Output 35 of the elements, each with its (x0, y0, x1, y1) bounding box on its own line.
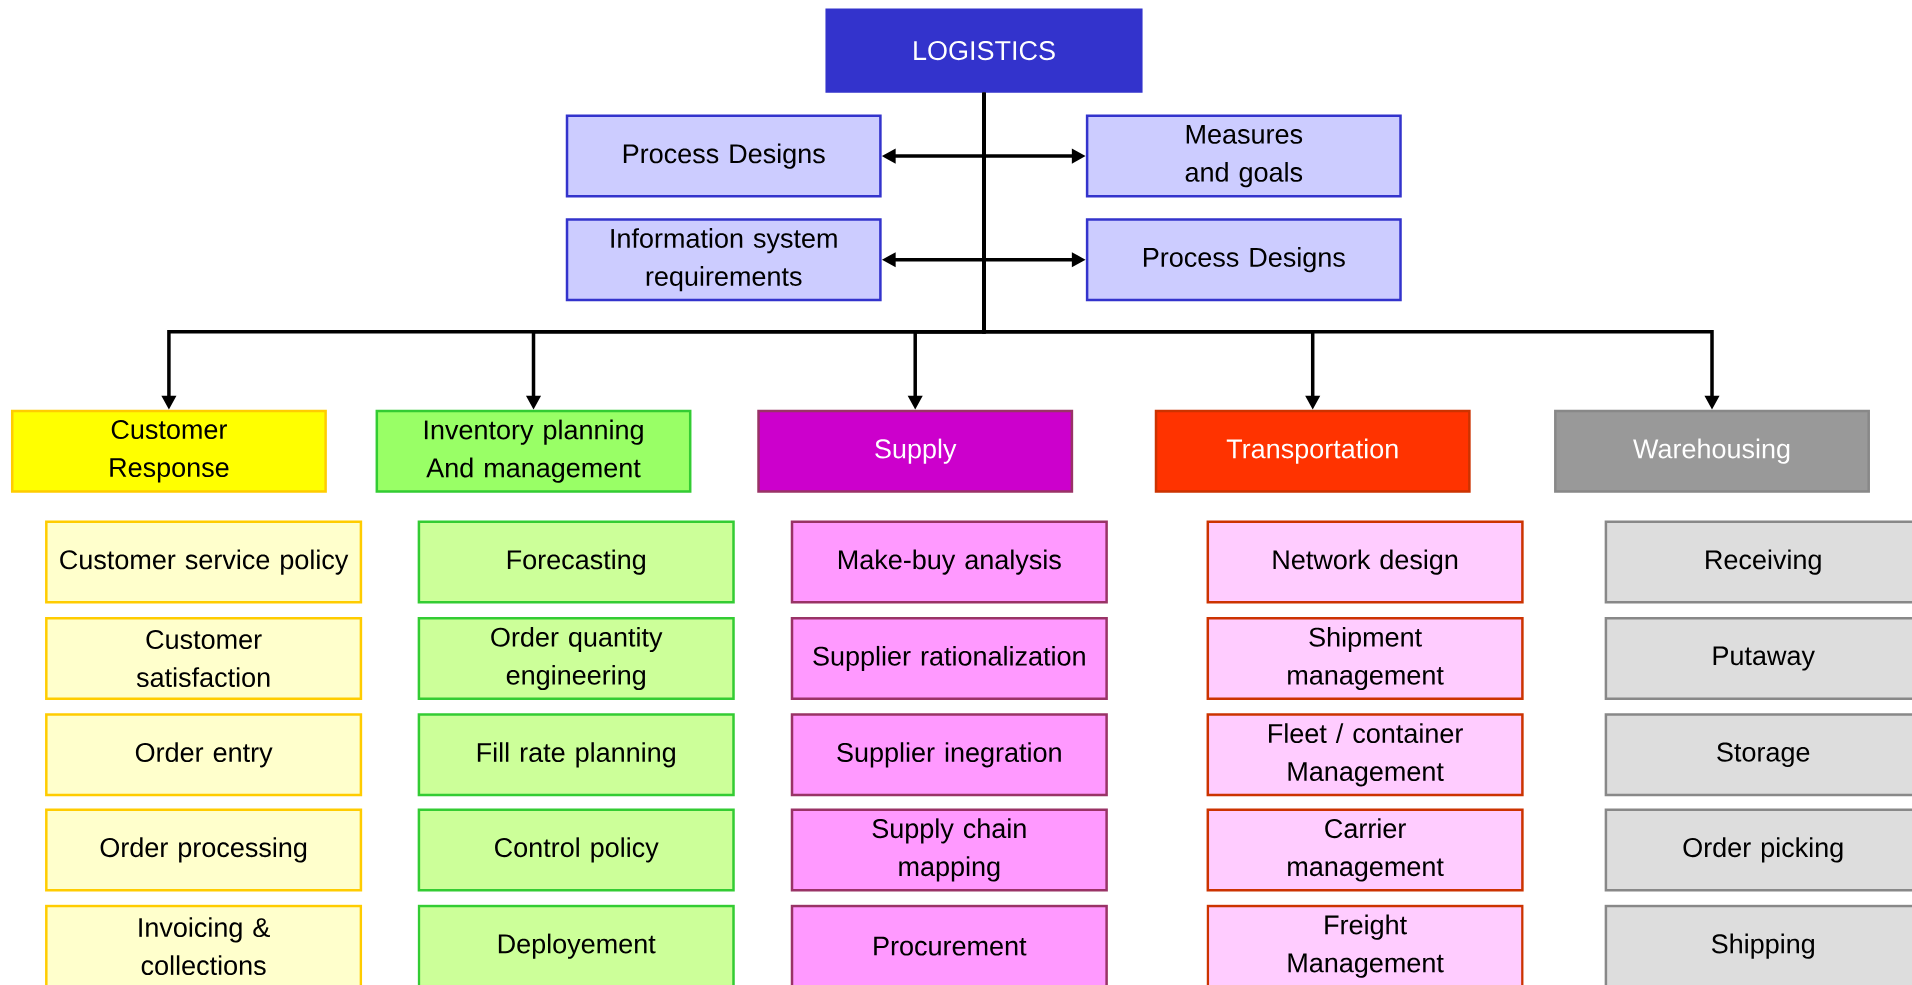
side-box: Process Designs (1085, 218, 1402, 302)
task-box: Order processing (45, 808, 363, 892)
task-box: Shipment management (1206, 617, 1524, 700)
task-box: Invoicing & collections (45, 904, 363, 985)
task-box: Forecasting (417, 520, 735, 604)
task-box: Procurement (790, 904, 1108, 985)
side-box: Measures and goals (1085, 114, 1402, 198)
task-box: Receiving (1604, 520, 1912, 604)
task-box: Order quantity engineering (417, 617, 735, 700)
task-box: Order picking (1604, 808, 1912, 892)
task-box: Control policy (417, 808, 735, 892)
task-box: Network design (1206, 520, 1524, 604)
task-box: Supply chain mapping (790, 808, 1108, 892)
task-box: Customer satisfaction (45, 617, 363, 700)
category-box: Warehousing (1554, 409, 1870, 493)
task-box: Freight Management (1206, 904, 1524, 985)
task-box: Supplier inegration (790, 713, 1108, 797)
task-box: Fleet / container Management (1206, 713, 1524, 797)
task-box: Storage (1604, 713, 1912, 797)
task-box: Make-buy analysis (790, 520, 1108, 604)
task-box: Deployement (417, 904, 735, 985)
category-box: Supply (757, 409, 1074, 493)
task-box: Putaway (1604, 617, 1912, 700)
task-box: Customer service policy (45, 520, 363, 604)
task-box: Shipping (1604, 904, 1912, 985)
task-box: Fill rate planning (417, 713, 735, 797)
category-box: Transportation (1154, 409, 1471, 493)
title-box: LOGISTICS (825, 8, 1143, 93)
task-box: Order entry (45, 713, 363, 797)
task-box: Supplier rationalization (790, 617, 1108, 700)
side-box: Information system requirements (565, 218, 882, 302)
category-box: Inventory planning And management (375, 409, 692, 493)
side-box: Process Designs (565, 114, 882, 198)
task-box: Carrier management (1206, 808, 1524, 892)
category-box: Customer Response (10, 409, 327, 493)
